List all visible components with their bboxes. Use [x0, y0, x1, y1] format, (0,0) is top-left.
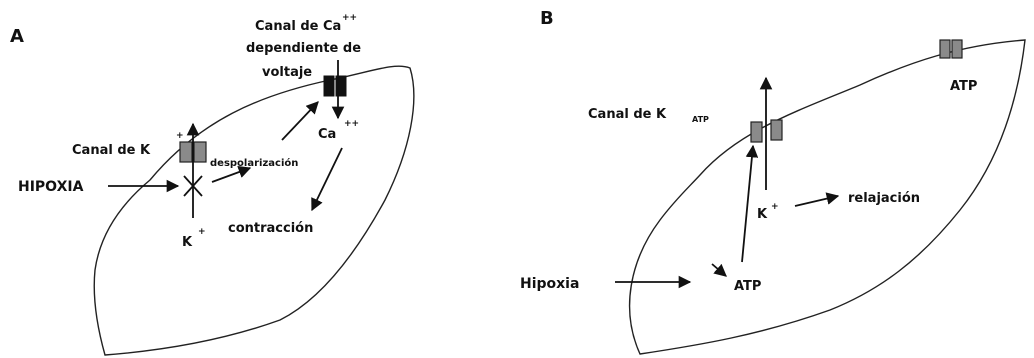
ca-channel-label-sup: ++ — [342, 13, 357, 23]
contraction-label: contracción — [228, 221, 313, 236]
k-ion-sup-b: + — [771, 202, 779, 212]
ca-channel-label-line2: dependiente de — [246, 41, 361, 56]
atp-to-katp-arrow — [742, 146, 753, 262]
atp-membrane-label: ATP — [950, 79, 977, 94]
ca-channel-label-line1: Canal de Ca — [255, 19, 341, 34]
k-ion-sup: + — [198, 227, 206, 237]
k-ion-label: K — [182, 235, 193, 250]
membrane-atp-channel-icon — [940, 40, 962, 58]
atp-label-b: ATP — [734, 279, 761, 294]
katp-channel-sub: ATP — [692, 115, 709, 124]
relaxation-arrow — [795, 196, 838, 206]
depolarization-label: despolarización — [210, 157, 298, 169]
k-ion-label-b: K — [757, 207, 768, 222]
k-channel-label: Canal de K — [72, 143, 151, 158]
k-channel-sup: + — [176, 131, 184, 141]
depolarization-arrow-out — [282, 102, 318, 140]
relaxation-label: relajación — [848, 191, 920, 206]
hypoxia-label-b: Hipoxia — [520, 276, 579, 292]
cell-outline-a — [94, 66, 414, 355]
ca-to-contraction-arrow — [312, 148, 342, 210]
hypoxia-label-a: HIPOXIA — [18, 179, 84, 195]
depolarization-arrow-in — [212, 168, 250, 182]
ca-ion-sup: ++ — [344, 119, 359, 129]
panel-a-letter: A — [10, 26, 24, 47]
ca-channel-label-line3: voltaje — [262, 65, 312, 80]
atp-decrease-arrow — [712, 264, 726, 276]
katp-channel-label: Canal de K — [588, 107, 667, 122]
ca-ion-label: Ca — [318, 127, 336, 142]
panel-b-letter: B — [540, 8, 554, 29]
